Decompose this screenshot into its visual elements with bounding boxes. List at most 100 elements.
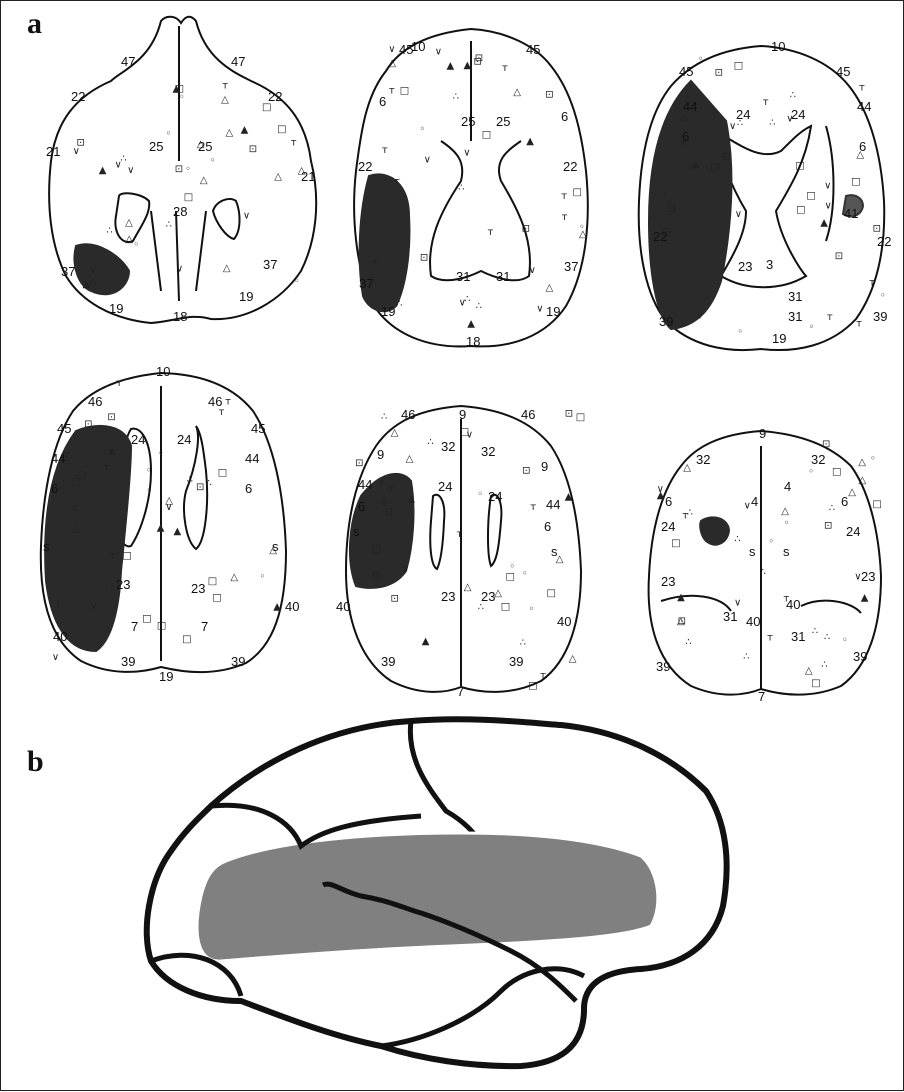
slice-3-label-39: 39 bbox=[659, 314, 673, 329]
marker-symbol: т bbox=[110, 550, 116, 561]
marker-symbol: □ bbox=[576, 412, 585, 423]
marker-symbol: □ bbox=[142, 614, 151, 625]
slice-2-label-6: 6 bbox=[379, 94, 386, 109]
marker-symbol: т bbox=[378, 478, 384, 489]
marker-symbol: ▲ bbox=[677, 592, 685, 603]
marker-symbol: □ bbox=[501, 602, 510, 613]
marker-symbol: △ bbox=[579, 229, 587, 240]
marker-symbol: □ bbox=[208, 576, 217, 587]
marker-symbol: ⊡ bbox=[722, 152, 730, 163]
slice-6-label-32: 32 bbox=[696, 452, 710, 467]
slice-6-label-9: 9 bbox=[759, 426, 766, 441]
slice-5-label-7: 7 bbox=[457, 684, 464, 699]
marker-symbol: □ bbox=[796, 204, 805, 215]
marker-symbol: т bbox=[530, 502, 536, 513]
slice-6-label-6: 6 bbox=[665, 494, 672, 509]
slice-1-label-19: 19 bbox=[239, 289, 253, 304]
slice-5-label-6: 6 bbox=[358, 499, 365, 514]
marker-symbol: ∴ bbox=[821, 660, 827, 671]
marker-symbol: △ bbox=[274, 171, 282, 182]
marker-symbol: ⊡ bbox=[196, 482, 204, 493]
marker-symbol: т bbox=[116, 378, 122, 389]
slice-4-label-7: 7 bbox=[201, 619, 208, 634]
slice-2-label-18: 18 bbox=[466, 334, 480, 349]
slice-6-label-32: 32 bbox=[811, 452, 825, 467]
slice-3-label-24: 24 bbox=[791, 107, 805, 122]
slice-4-label-45: 45 bbox=[57, 421, 71, 436]
marker-symbol: ⊡ bbox=[565, 409, 573, 420]
marker-symbol: ◦ bbox=[784, 518, 790, 529]
slice-3-label-41: 41 bbox=[844, 206, 858, 221]
marker-symbol: ◦ bbox=[870, 454, 876, 465]
slice-5-label-s: s bbox=[353, 524, 360, 539]
marker-symbol: ▲ bbox=[820, 218, 828, 229]
marker-symbol: △ bbox=[781, 506, 789, 517]
marker-symbol: ∨ bbox=[696, 311, 703, 322]
marker-symbol: □ bbox=[77, 470, 86, 481]
slice-4-label-23: 23 bbox=[116, 577, 130, 592]
slice-5-label-6: 6 bbox=[544, 519, 551, 534]
slice-4-label-23: 23 bbox=[191, 581, 205, 596]
marker-symbol: ⊡ bbox=[84, 419, 92, 430]
slice-6-label-s: s bbox=[749, 544, 756, 559]
marker-symbol: ◦ bbox=[166, 128, 172, 139]
marker-symbol: т bbox=[389, 484, 395, 495]
marker-symbol: ∴ bbox=[396, 299, 402, 310]
slice-5-label-39: 39 bbox=[509, 654, 523, 669]
slice-1-label-37: 37 bbox=[61, 264, 75, 279]
panel-b-lateral-view bbox=[147, 719, 727, 1066]
marker-symbol: □ bbox=[573, 187, 582, 198]
marker-symbol: ▲ bbox=[422, 636, 430, 647]
marker-symbol: ∨ bbox=[89, 265, 96, 276]
marker-symbol: ◦ bbox=[737, 327, 743, 338]
slice-6-label-23: 23 bbox=[861, 569, 875, 584]
slice-5-label-40: 40 bbox=[557, 614, 571, 629]
marker-symbol: ▲ bbox=[464, 60, 472, 71]
slice-2-label-25: 25 bbox=[496, 114, 510, 129]
slice-3-label-22: 22 bbox=[653, 229, 667, 244]
slice-2-label-22: 22 bbox=[358, 159, 372, 174]
slice-3-label-45: 45 bbox=[679, 64, 693, 79]
marker-symbol: ◦ bbox=[768, 536, 774, 547]
marker-symbol: △ bbox=[406, 454, 414, 465]
marker-symbol: ⊡ bbox=[873, 224, 881, 235]
slice-5-label-24: 24 bbox=[438, 479, 452, 494]
marker-symbol: т bbox=[767, 633, 773, 644]
marker-symbol: ⊡ bbox=[835, 251, 843, 262]
slice-4-label-s: s bbox=[43, 539, 50, 554]
slice-6-label-4: 4 bbox=[751, 494, 758, 509]
marker-symbol: т bbox=[562, 212, 568, 223]
marker-symbol: ◦ bbox=[477, 489, 483, 500]
marker-symbol: ⊡ bbox=[391, 593, 399, 604]
marker-symbol: △ bbox=[388, 58, 396, 69]
marker-symbol: ⊡ bbox=[107, 412, 115, 423]
slice-6-label-31: 31 bbox=[723, 609, 737, 624]
slice-3-label-19: 19 bbox=[772, 331, 786, 346]
marker-symbol: ∴ bbox=[769, 117, 775, 128]
slice-6-label-24: 24 bbox=[661, 519, 675, 534]
marker-symbol: ⊡ bbox=[545, 90, 553, 101]
slice-2-label-31: 31 bbox=[496, 269, 510, 284]
marker-symbol: ∴ bbox=[458, 182, 464, 193]
marker-symbol: т bbox=[859, 82, 865, 93]
slice-3-label-3: 3 bbox=[766, 257, 773, 272]
marker-symbol: △ bbox=[230, 572, 238, 583]
slice-6-label-6: 6 bbox=[841, 494, 848, 509]
marker-symbol: □ bbox=[734, 61, 743, 72]
marker-symbol: ▲ bbox=[657, 490, 665, 501]
marker-symbol: □ bbox=[218, 468, 227, 479]
marker-symbol: ◦ bbox=[133, 239, 139, 250]
slice-1-label-37: 37 bbox=[263, 257, 277, 272]
marker-symbol: ∨ bbox=[529, 265, 536, 276]
marker-symbol: ∨ bbox=[388, 44, 395, 55]
marker-symbol: ◦ bbox=[294, 276, 300, 287]
slice-3-label-6: 6 bbox=[859, 139, 866, 154]
marker-symbol: т bbox=[561, 191, 567, 202]
marker-symbol: □ bbox=[851, 177, 860, 188]
slice-2-label-37: 37 bbox=[359, 276, 373, 291]
marker-symbol: ∴ bbox=[106, 580, 112, 591]
marker-symbol: т bbox=[373, 257, 379, 268]
marker-symbol: △ bbox=[223, 263, 231, 274]
marker-symbol: т bbox=[457, 529, 463, 540]
